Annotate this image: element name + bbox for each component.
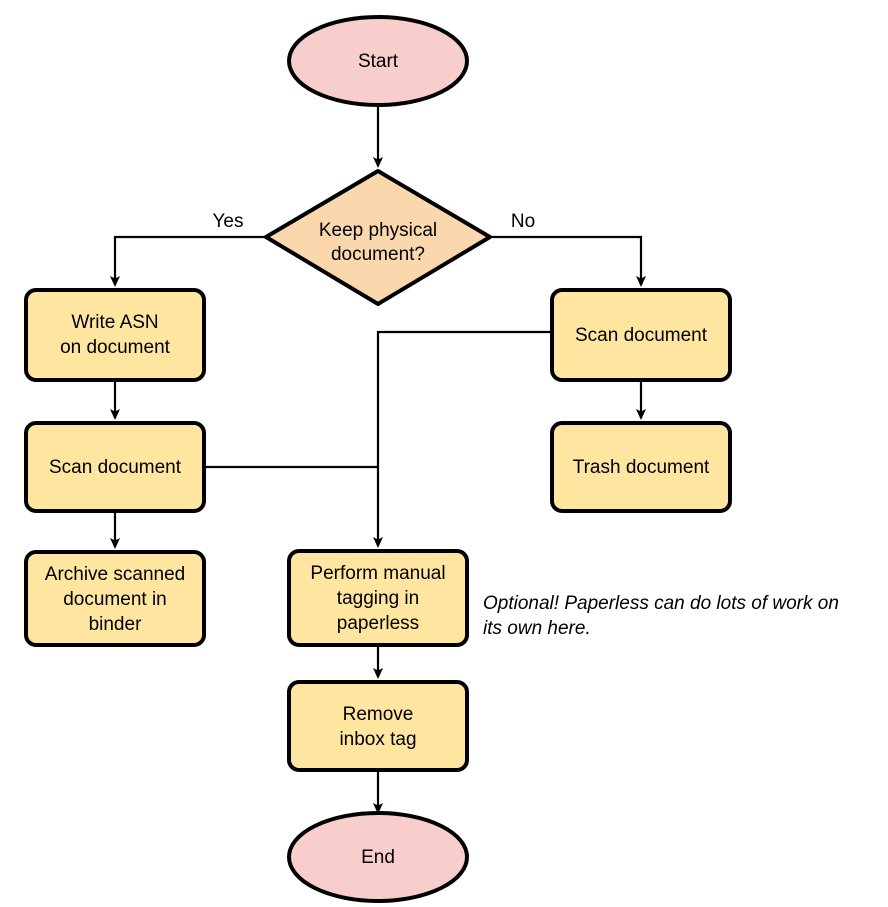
start-label: Start — [358, 51, 399, 72]
note-line2: its own here. — [483, 618, 591, 639]
archive-label-line1: Archive scanned — [45, 564, 185, 585]
node-perform-manual-tagging[interactable]: Perform manual tagging in paperless — [287, 549, 469, 647]
node-scan-document-right[interactable]: Scan document — [550, 288, 732, 382]
decision-label-line2: document? — [331, 244, 425, 265]
node-end[interactable]: End — [287, 811, 469, 903]
scan-document-left-box — [24, 421, 206, 513]
end-label: End — [361, 847, 395, 868]
tagging-box — [287, 549, 469, 647]
end-ellipse — [287, 811, 469, 903]
note-line1: Optional! Paperless can do lots of work … — [483, 593, 839, 614]
edge-scan-right-to-tagging — [373, 330, 552, 548]
edge-label-yes: Yes — [213, 211, 244, 232]
start-ellipse — [287, 15, 469, 107]
node-decision-keep-physical-document[interactable]: Keep physical document? — [264, 169, 492, 306]
edge-decision-yes-to-write-asn — [110, 235, 265, 287]
node-scan-document-left[interactable]: Scan document — [24, 421, 206, 513]
scan-document-right-label: Scan document — [575, 325, 708, 346]
tagging-label-line3: paperless — [337, 613, 419, 634]
node-remove-inbox-tag[interactable]: Remove inbox tag — [287, 680, 469, 772]
remove-inbox-label-line1: Remove — [343, 704, 414, 725]
trash-document-box — [550, 421, 732, 513]
scan-document-right-box — [550, 288, 732, 382]
archive-label-line2: document in — [63, 589, 167, 610]
edge-label-no: No — [511, 211, 535, 232]
node-write-asn-on-document[interactable]: Write ASN on document — [24, 288, 206, 382]
scan-document-left-label: Scan document — [49, 457, 182, 478]
note-optional-paperless: Optional! Paperless can do lots of work … — [483, 593, 839, 639]
decision-label-line1: Keep physical — [319, 220, 437, 241]
tagging-label-line2: tagging in — [337, 588, 419, 609]
node-trash-document[interactable]: Trash document — [550, 421, 732, 513]
write-asn-label-line2: on document — [60, 337, 171, 358]
tagging-label-line1: Perform manual — [310, 563, 445, 584]
node-start[interactable]: Start — [287, 15, 469, 107]
write-asn-label-line1: Write ASN — [71, 312, 158, 333]
edges-layer — [110, 105, 646, 814]
write-asn-box — [24, 288, 206, 382]
archive-box — [24, 550, 206, 647]
trash-document-label: Trash document — [573, 457, 710, 478]
node-archive-scanned-document[interactable]: Archive scanned document in binder — [24, 550, 206, 647]
remove-inbox-box — [287, 680, 469, 772]
edge-decision-no-to-scan-right — [490, 235, 646, 287]
decision-diamond — [264, 169, 492, 306]
remove-inbox-label-line2: inbox tag — [339, 729, 416, 750]
archive-label-line3: binder — [89, 614, 142, 635]
